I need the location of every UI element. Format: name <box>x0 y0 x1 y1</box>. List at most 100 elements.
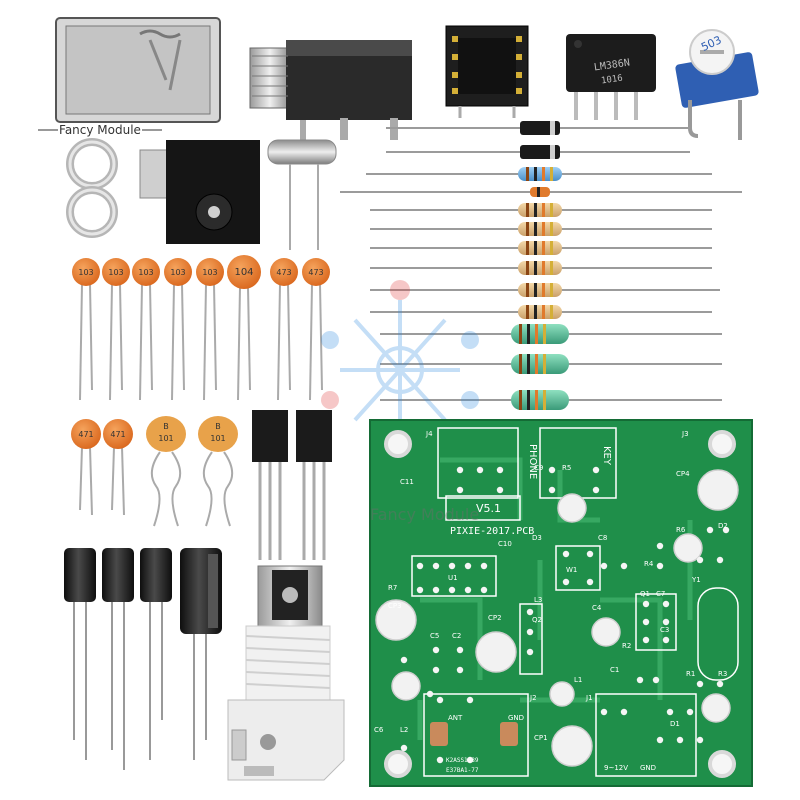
svg-text:C5: C5 <box>430 632 439 640</box>
svg-text:R2: R2 <box>622 642 631 650</box>
axial-component <box>340 187 742 197</box>
capacitor-code-label: 103 <box>108 268 123 277</box>
axial-component <box>386 145 690 159</box>
electrolytic-capacitor-large <box>180 548 222 760</box>
svg-text:J3: J3 <box>681 430 689 438</box>
svg-text:L2: L2 <box>400 726 408 734</box>
svg-text:C8: C8 <box>598 534 607 542</box>
svg-text:CP1: CP1 <box>534 734 548 742</box>
svg-text:PIXIE-2017.PCB: PIXIE-2017.PCB <box>450 526 534 537</box>
svg-text:C6: C6 <box>374 726 384 734</box>
metal-washer-ring <box>66 138 118 190</box>
ceramic-capacitor: 104 <box>227 255 261 401</box>
svg-text:ANT: ANT <box>448 714 463 722</box>
center-watermark-logo-icon <box>321 280 479 440</box>
capacitor-code-label: 471 <box>78 430 93 439</box>
svg-text:D3: D3 <box>532 534 542 542</box>
capacitor-prefix-label: B <box>215 422 221 431</box>
ceramic-capacitor: 103 <box>132 258 160 401</box>
svg-text:C9: C9 <box>534 464 543 472</box>
audio-jack-socket <box>55 17 221 123</box>
transistor-to92 <box>296 410 332 560</box>
svg-text:1016: 1016 <box>601 74 624 87</box>
capacitor-code-label: 103 <box>170 268 185 277</box>
svg-text:C7: C7 <box>656 590 665 598</box>
svg-text:C3: C3 <box>660 626 669 634</box>
lm386-ic-chip: LM386N 1016 <box>566 34 656 120</box>
ceramic-capacitor: B 101 <box>198 416 238 527</box>
axial-component <box>370 222 712 236</box>
ceramic-capacitor: 103 <box>196 258 224 401</box>
svg-text:U1: U1 <box>448 574 458 582</box>
svg-text:R6: R6 <box>676 526 686 534</box>
resistor-diode-strip <box>340 121 742 410</box>
svg-text:R5: R5 <box>562 464 571 472</box>
svg-text:9~12V: 9~12V <box>604 764 628 772</box>
svg-text:W1: W1 <box>566 566 577 574</box>
svg-text:J2: J2 <box>529 694 537 702</box>
ceramic-capacitors-row: 103 103 103 103 103 104 473 473 <box>72 255 330 401</box>
axial-component <box>366 167 712 181</box>
electrolytic-capacitor <box>140 548 172 760</box>
axial-component <box>370 305 712 319</box>
axial-component <box>386 121 690 135</box>
svg-text:L1: L1 <box>574 676 582 684</box>
trimmer-potentiometer: 503 <box>675 29 759 140</box>
capacitor-prefix-label: B <box>163 422 169 431</box>
capacitor-code-label: 473 <box>308 268 323 277</box>
svg-text:PHONE: PHONE <box>527 444 538 479</box>
phone-jack-connector <box>249 40 412 140</box>
axial-component <box>380 354 722 374</box>
watermark-overlay-text: Fancy Module <box>370 505 479 524</box>
capacitor-code-label: 473 <box>276 268 291 277</box>
ceramic-capacitor: 103 <box>72 258 100 401</box>
transistor-to92 <box>252 410 288 560</box>
svg-text:CP2: CP2 <box>488 614 502 622</box>
axial-component <box>380 390 722 410</box>
svg-text:C11: C11 <box>400 478 414 486</box>
ceramic-capacitor: 103 <box>102 258 130 401</box>
brand-watermark-text: Fancy Module <box>59 123 141 137</box>
svg-text:E37BA1-77: E37BA1-77 <box>446 767 479 774</box>
axial-component <box>380 324 722 344</box>
ic-socket-8pin <box>445 25 529 118</box>
ceramic-capacitor: 473 <box>270 258 298 401</box>
pixie-pcb-board: V5.1 PIXIE-2017.PCB PHONE KEY J4 J3 C11 … <box>369 419 753 787</box>
svg-text:J1: J1 <box>585 694 593 702</box>
svg-text:C4: C4 <box>592 604 602 612</box>
crystal-oscillator <box>267 139 337 250</box>
electrolytic-capacitor <box>64 548 96 760</box>
dc-power-jack <box>139 140 260 244</box>
capacitor-code-label: 103 <box>202 268 217 277</box>
capacitor-code-label: 103 <box>138 268 153 277</box>
capacitor-code-label: 103 <box>78 268 93 277</box>
svg-text:LM386N: LM386N <box>593 58 630 74</box>
svg-text:R7: R7 <box>388 584 397 592</box>
svg-text:D1: D1 <box>670 720 680 728</box>
svg-text:KEY: KEY <box>601 446 612 466</box>
svg-text:R4: R4 <box>644 560 654 568</box>
svg-text:GND: GND <box>508 714 524 722</box>
svg-text:C2: C2 <box>452 632 461 640</box>
capacitor-code-label: 104 <box>234 267 253 278</box>
capacitor-code-label: 101 <box>210 434 225 443</box>
svg-text:L3: L3 <box>534 596 542 604</box>
svg-text:K2ASS1089: K2ASS1089 <box>446 757 479 764</box>
capacitor-code-label: 471 <box>110 430 125 439</box>
svg-text:J4: J4 <box>425 430 433 438</box>
ceramic-capacitor: 103 <box>164 258 192 401</box>
svg-text:Q2: Q2 <box>532 616 542 624</box>
svg-text:Y1: Y1 <box>691 576 701 584</box>
svg-text:CP3: CP3 <box>388 602 402 610</box>
svg-text:CP4: CP4 <box>676 470 690 478</box>
svg-text:R1: R1 <box>686 670 695 678</box>
svg-text:C10: C10 <box>498 540 512 548</box>
ceramic-capacitor: 471 <box>71 419 101 516</box>
svg-text:D2: D2 <box>718 522 728 530</box>
axial-component <box>370 283 720 297</box>
svg-text:Q1: Q1 <box>640 590 650 598</box>
svg-text:V5.1: V5.1 <box>476 502 501 515</box>
